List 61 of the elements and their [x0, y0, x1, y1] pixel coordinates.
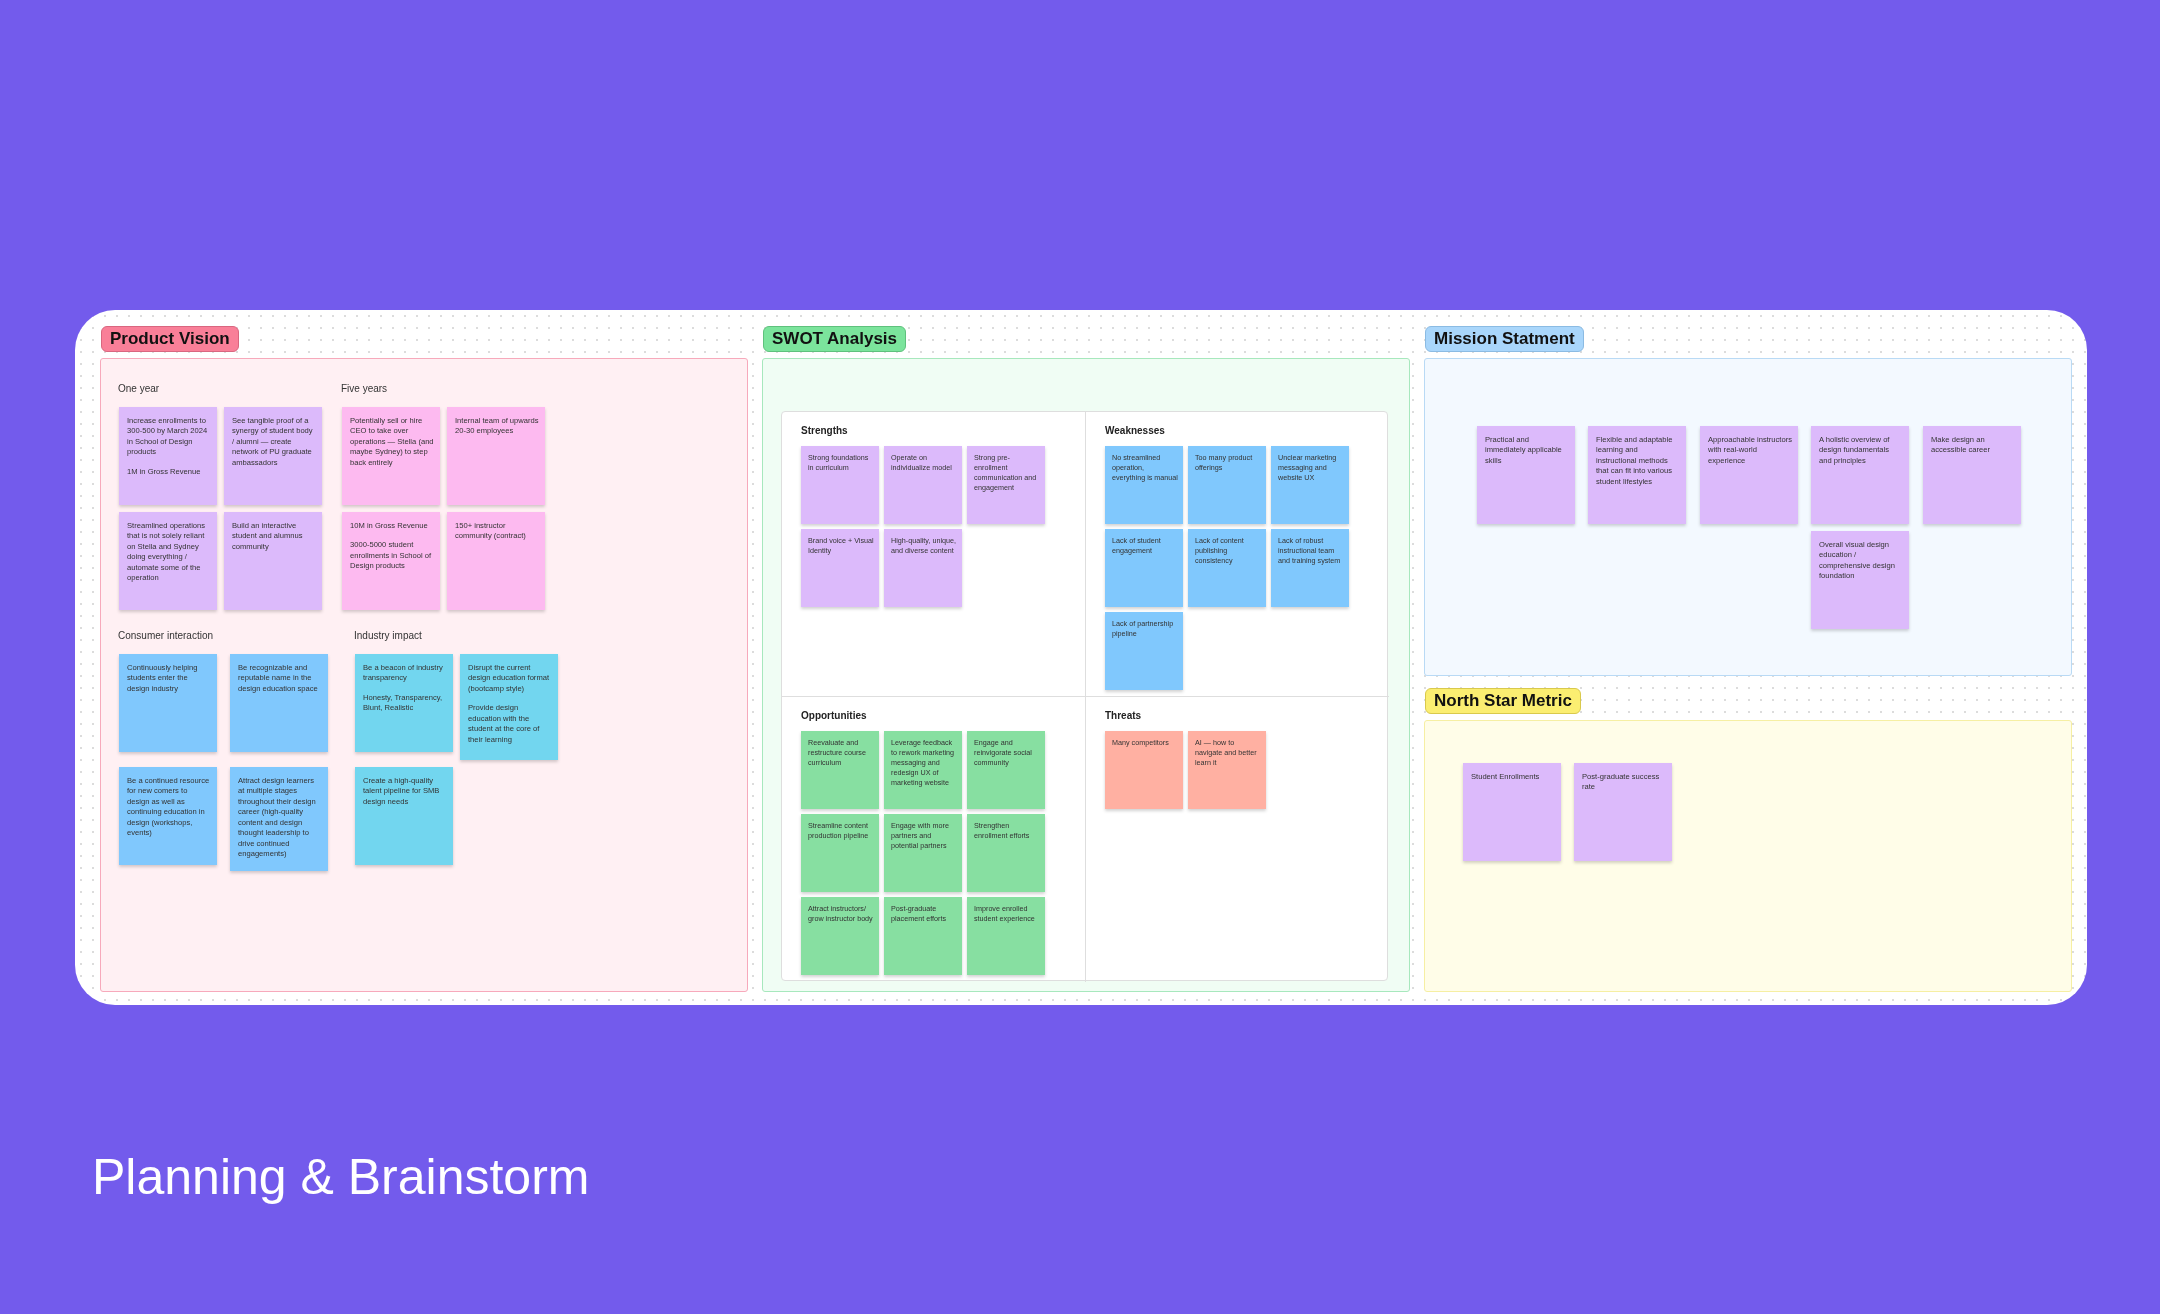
- sticky-note: [884, 814, 962, 892]
- sticky-note: [1105, 612, 1183, 690]
- swot-board: [781, 411, 1388, 981]
- sticky-note: [801, 731, 879, 809]
- sticky-note: [460, 654, 558, 760]
- sticky-note: [967, 731, 1045, 809]
- quadrant-heading: Strengths: [801, 425, 848, 436]
- sticky-note: [230, 654, 328, 752]
- sticky-note: [884, 529, 962, 607]
- sticky-note: [1811, 426, 1909, 524]
- sticky-note: [1700, 426, 1798, 524]
- page-title: Planning & Brainstorm: [92, 1148, 590, 1206]
- sticky-note: [967, 446, 1045, 524]
- sticky-note: [1574, 763, 1672, 861]
- sticky-note: [119, 407, 217, 505]
- sticky-note: [119, 654, 217, 752]
- sticky-note: [1105, 731, 1183, 809]
- sticky-note: [884, 897, 962, 975]
- section-title-tag: Product Vision: [101, 326, 239, 352]
- group-heading: One year: [118, 383, 160, 394]
- sticky-note: [119, 512, 217, 610]
- section-title-tag: SWOT Analysis: [763, 326, 906, 352]
- sticky-note: [355, 767, 453, 865]
- sticky-note: [224, 407, 322, 505]
- sticky-note: [1923, 426, 2021, 524]
- sticky-note: [1105, 529, 1183, 607]
- group-heading: Industry impact: [354, 630, 422, 641]
- sticky-note: [1811, 531, 1909, 629]
- sticky-note: [884, 731, 962, 809]
- sticky-note: [447, 407, 545, 505]
- sticky-note: [447, 512, 545, 610]
- group-heading: Five years: [341, 383, 388, 394]
- sticky-note: [1188, 529, 1266, 607]
- sticky-note: [884, 446, 962, 524]
- group-heading: Consumer interaction: [118, 630, 214, 641]
- sticky-note: [967, 897, 1045, 975]
- sticky-note: [230, 767, 328, 871]
- sticky-note: [1105, 446, 1183, 524]
- sticky-note: [119, 767, 217, 865]
- sticky-note: [1588, 426, 1686, 524]
- swot-quadrant: [782, 412, 1086, 697]
- section-title-tag: North Star Metric: [1425, 688, 1581, 714]
- sticky-note: [1477, 426, 1575, 524]
- sticky-note: [355, 654, 453, 752]
- quadrant-heading: Opportunities: [801, 710, 867, 721]
- sticky-note: [801, 446, 879, 524]
- sticky-note: [1188, 731, 1266, 809]
- section-title-tag: Mission Statment: [1425, 326, 1584, 352]
- sticky-note: [967, 814, 1045, 892]
- sticky-note: [1271, 446, 1349, 524]
- sticky-note: [1271, 529, 1349, 607]
- sticky-note: [1188, 446, 1266, 524]
- quadrant-heading: Threats: [1105, 710, 1142, 721]
- sticky-note: [342, 512, 440, 610]
- quadrant-heading: Weaknesses: [1105, 425, 1165, 436]
- sticky-note: [1463, 763, 1561, 861]
- sticky-note: [342, 407, 440, 505]
- sticky-note: [801, 814, 879, 892]
- sticky-note: [801, 529, 879, 607]
- sticky-note: [801, 897, 879, 975]
- sticky-note: [224, 512, 322, 610]
